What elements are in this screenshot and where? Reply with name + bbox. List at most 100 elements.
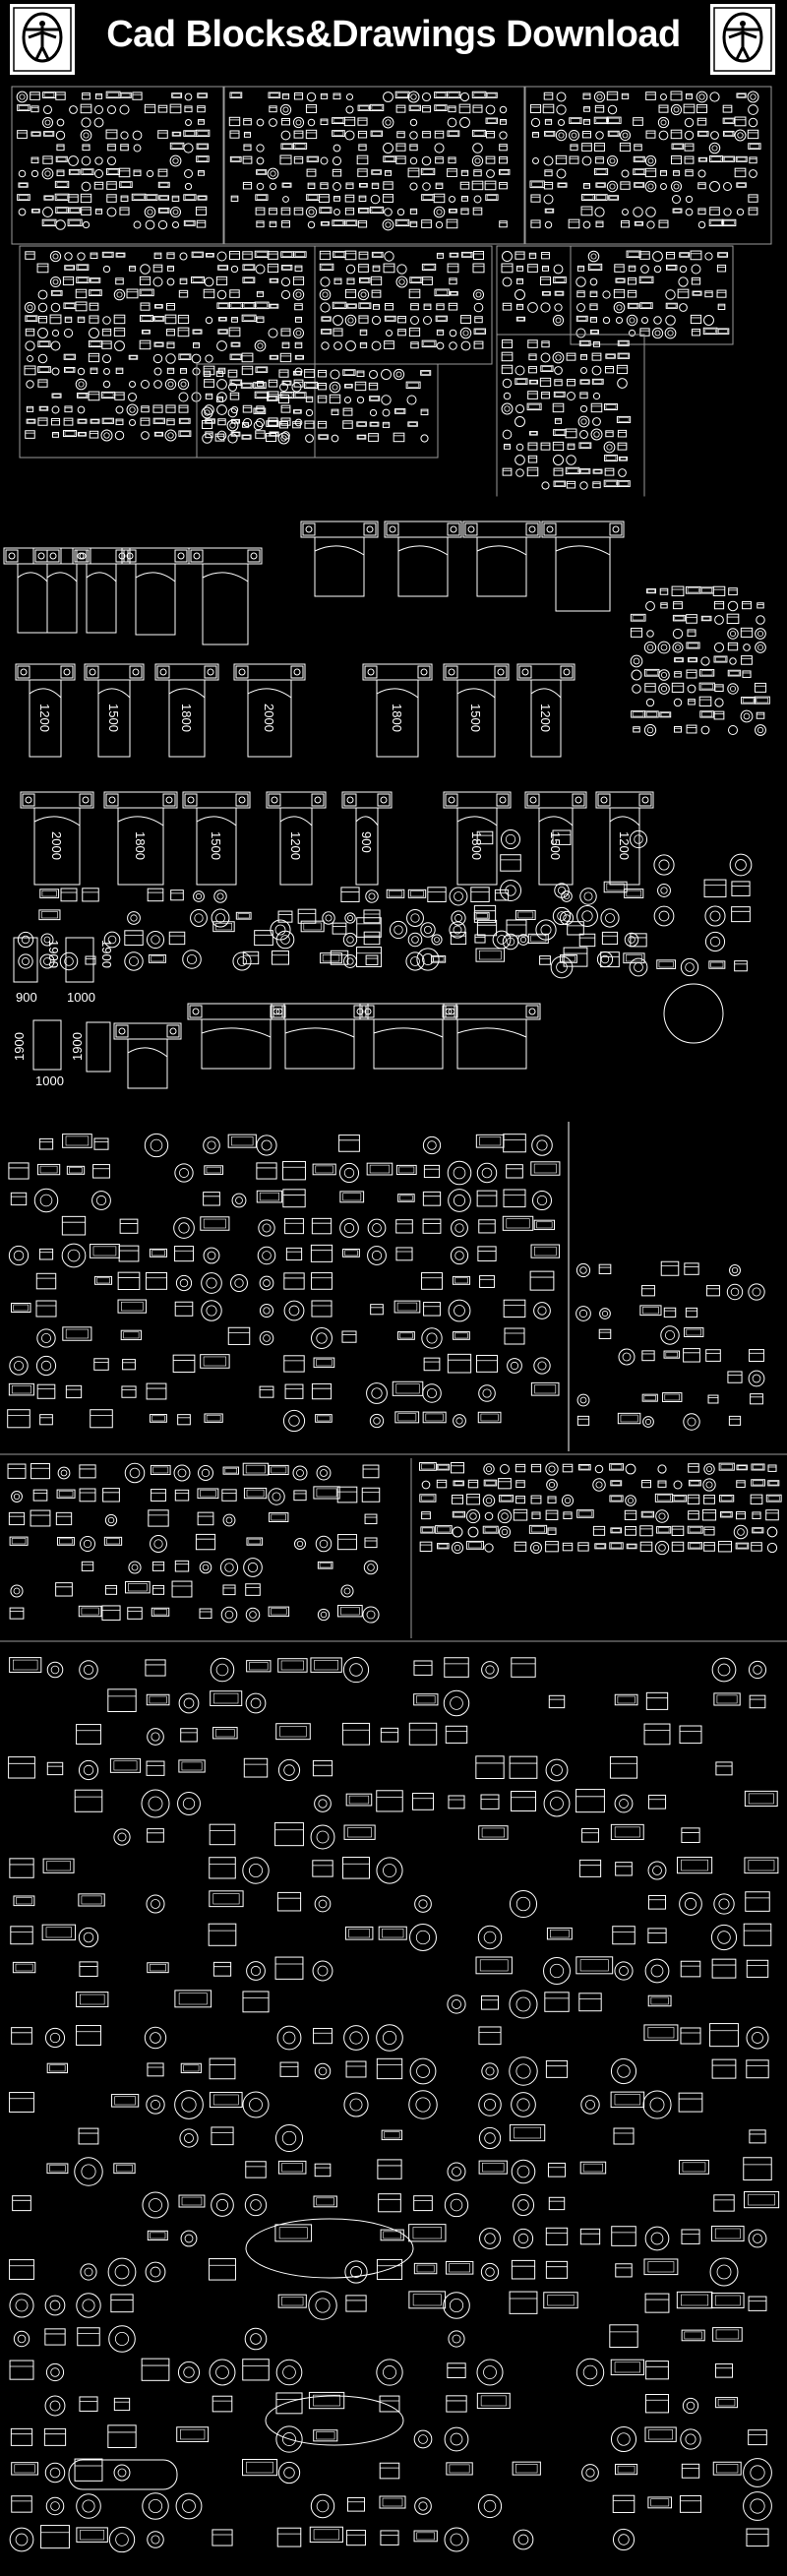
chair-block	[55, 92, 66, 100]
round-table-block	[679, 265, 688, 274]
sofa-block	[541, 290, 551, 296]
cushion-block	[718, 329, 728, 334]
sofa-block	[26, 418, 36, 424]
round-table-block	[645, 601, 655, 611]
round-table-block	[643, 641, 657, 654]
table-top-block	[563, 892, 571, 900]
chair-block	[615, 2263, 633, 2278]
chair-block	[436, 303, 445, 311]
round-table-block	[653, 854, 675, 876]
block-cluster	[575, 250, 730, 339]
sofa-block	[318, 434, 329, 440]
block-cluster	[16, 91, 211, 230]
chair-block	[333, 328, 343, 337]
chair-block	[304, 420, 315, 429]
table-top-block	[315, 2298, 331, 2313]
cushion-block	[386, 316, 395, 321]
table-top-block	[516, 2098, 530, 2112]
sofa-block	[300, 920, 325, 933]
round-table-block	[171, 220, 180, 229]
chair-block	[639, 1525, 653, 1537]
round-table-block	[766, 1526, 778, 1538]
chair-block	[133, 169, 142, 177]
chair-block	[74, 2458, 103, 2482]
lamp-icon	[528, 525, 536, 533]
cushion-block	[32, 209, 39, 213]
conference-table-block	[68, 2459, 178, 2490]
chair-block	[515, 1496, 525, 1504]
table-top-block	[737, 132, 744, 139]
round-table-block	[672, 628, 684, 640]
mattress-outline	[168, 679, 206, 758]
table-top-block	[349, 2098, 363, 2112]
cushion-block	[487, 92, 497, 97]
chair-block	[696, 117, 707, 126]
chair-block	[227, 1326, 251, 1345]
chair-block	[89, 430, 99, 439]
round-table-block	[382, 116, 394, 129]
nightstand-block	[417, 665, 431, 679]
round-table-block	[198, 1465, 213, 1481]
cushion-block	[384, 2131, 400, 2139]
chair-block	[293, 207, 304, 215]
sofa-block	[227, 1134, 257, 1148]
blanket-fold-line	[117, 816, 164, 827]
sofa-block	[36, 1163, 61, 1176]
chair-block	[578, 933, 596, 948]
round-table-block	[259, 1330, 274, 1346]
chair-block	[228, 327, 241, 337]
cushion-block	[547, 2295, 575, 2306]
round-table-block	[756, 615, 765, 625]
sofa-block	[713, 1692, 741, 1706]
chair-block	[212, 1961, 232, 1977]
cushion-block	[359, 303, 370, 308]
sofa-block	[736, 182, 747, 188]
table-top-block	[555, 354, 562, 361]
sofa-block	[178, 2194, 206, 2208]
table-top-block	[557, 911, 567, 921]
sofa-block	[709, 155, 723, 162]
cushion-block	[737, 183, 746, 187]
table-top-block	[371, 1387, 383, 1399]
chair-block	[544, 169, 553, 177]
sofa-block	[643, 2024, 679, 2042]
table-top-block	[658, 859, 670, 871]
cushion-block	[322, 221, 329, 225]
chair-block	[141, 2358, 170, 2381]
round-table-block	[333, 209, 340, 215]
table-top-block	[14, 1361, 24, 1371]
chair-block	[379, 2462, 400, 2480]
chair-block	[555, 154, 568, 165]
chair-block	[152, 264, 163, 273]
round-table-block	[618, 468, 627, 477]
cushion-block	[468, 1542, 482, 1549]
chair-block	[547, 2162, 567, 2177]
chair-block	[379, 2395, 400, 2413]
round-table-block	[714, 615, 724, 625]
round-table-block	[646, 630, 654, 638]
cushion-block	[214, 923, 233, 931]
round-table-block	[502, 429, 513, 440]
chair-block	[281, 118, 290, 126]
bed-size-label: 1200	[288, 831, 303, 860]
chair-block	[545, 2227, 569, 2245]
chair-block	[126, 288, 139, 299]
sofa-block	[268, 1606, 290, 1618]
chair-block	[30, 156, 39, 164]
table-top-block	[332, 384, 338, 391]
chair-block	[63, 417, 74, 426]
table-top-block	[151, 1899, 160, 1909]
sofa-block	[356, 434, 367, 440]
round-table-block	[733, 1524, 749, 1540]
sofa-block	[171, 131, 182, 137]
round-table-block	[191, 353, 202, 364]
chair-block	[691, 276, 701, 285]
round-table-block	[704, 252, 713, 261]
sofa-block	[358, 208, 370, 214]
round-table-block	[626, 314, 638, 327]
chair-block	[376, 2057, 403, 2080]
round-table-block	[342, 1656, 370, 1684]
table-top-block	[750, 2465, 765, 2481]
cushion-block	[206, 419, 214, 423]
sofa-block	[76, 392, 89, 399]
